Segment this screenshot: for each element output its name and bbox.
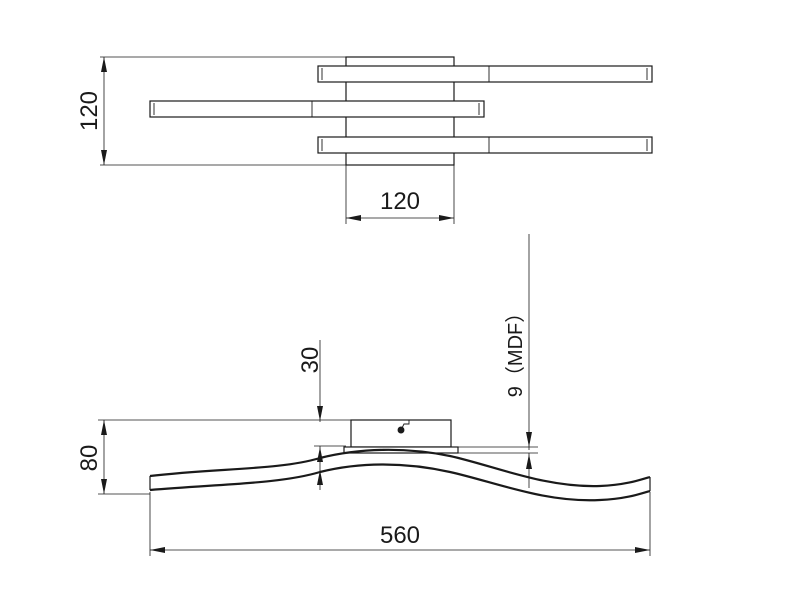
dimension-base-thickness: 30 (297, 340, 346, 490)
dimension-overall-length: 560 (149, 492, 651, 556)
dimension-label-overall-height: 80 (76, 445, 103, 472)
dimension-label-top-width: 120 (380, 188, 420, 215)
canopy-screw (397, 420, 410, 434)
wavy-light-bar (149, 448, 651, 502)
light-bar-3 (317, 136, 653, 154)
canopy-box (350, 419, 452, 448)
side-view: 30 9（MDF） 80 560 (76, 234, 651, 556)
dimension-label-mdf: 9（MDF） (504, 303, 527, 397)
dimension-overall-height: 80 (76, 419, 351, 495)
light-bar-2 (149, 100, 485, 118)
light-bar-1 (317, 65, 653, 83)
dimension-top-width: 120 (345, 165, 455, 224)
dimension-mdf: 9（MDF） (458, 234, 538, 488)
dimension-label-base-thickness: 30 (297, 347, 324, 374)
dimension-top-height: 120 (76, 56, 346, 166)
dimension-label-overall-length: 560 (380, 522, 420, 549)
top-view: 120 120 (76, 56, 653, 224)
dimension-label-top-height: 120 (76, 91, 103, 131)
